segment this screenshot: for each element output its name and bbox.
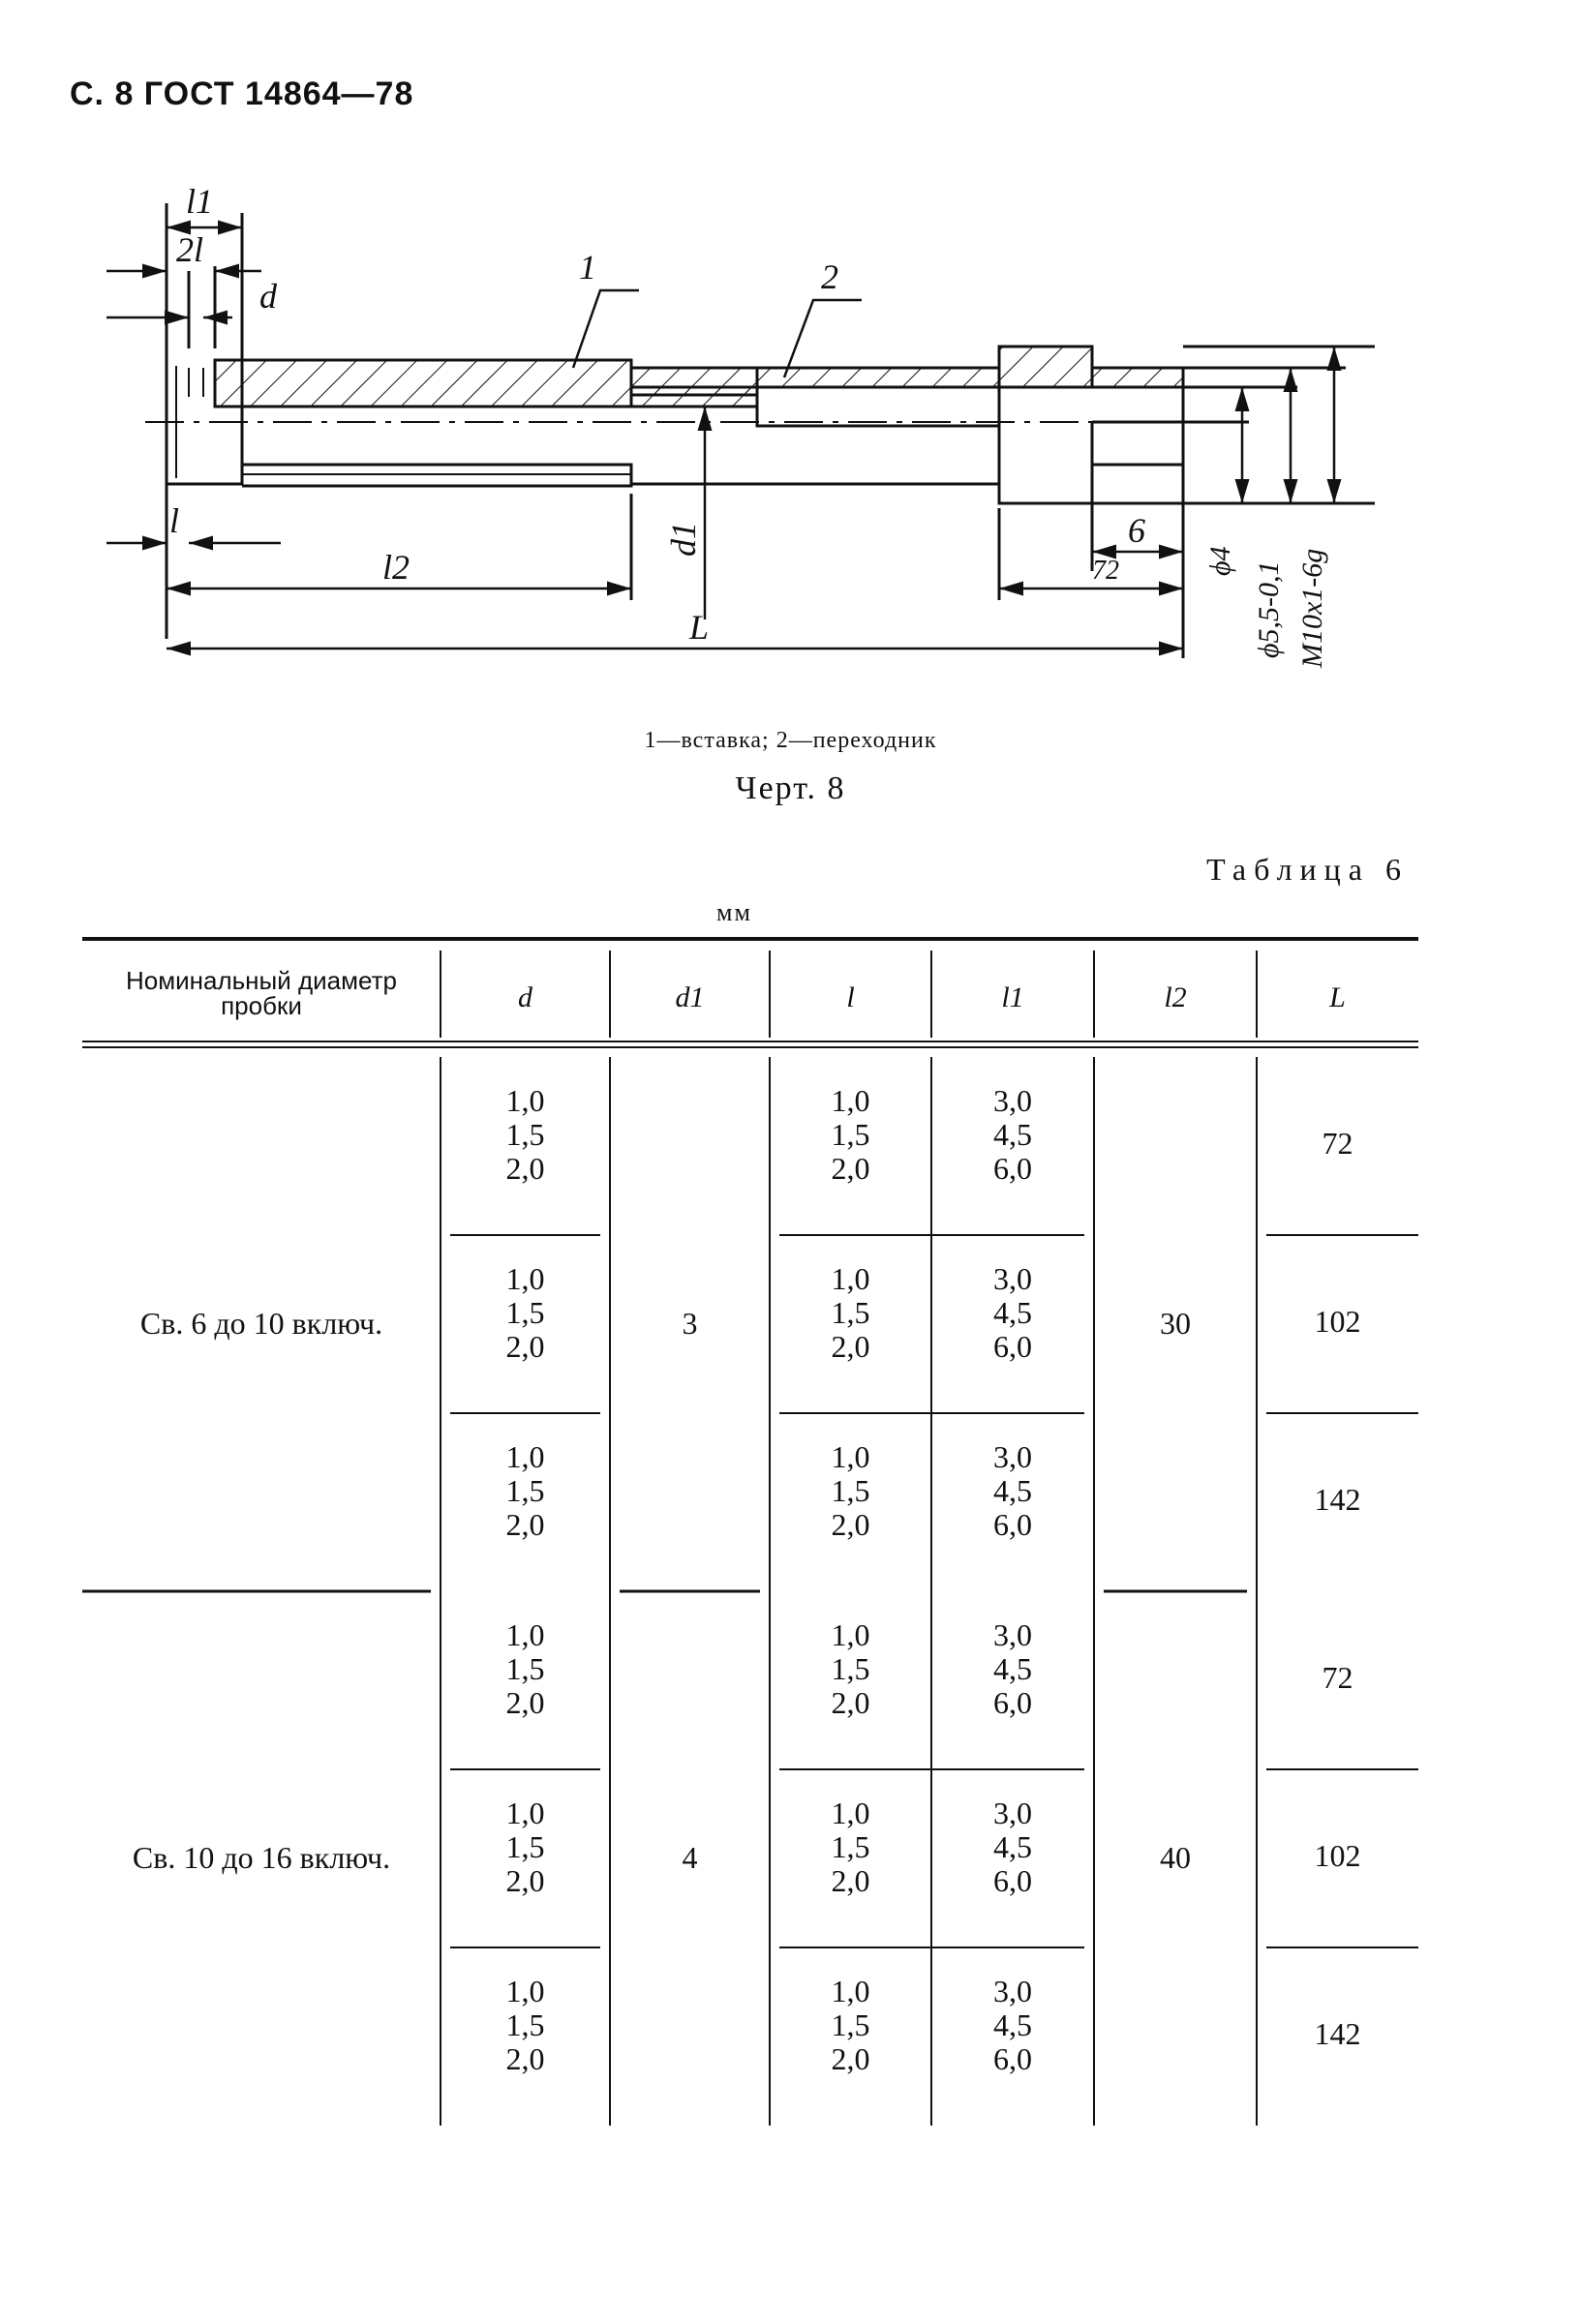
dim-phi55: ϕ5,5-0,1: [1253, 560, 1285, 658]
cell-l1: 6,0: [993, 1507, 1032, 1542]
header-l1: l1: [1001, 981, 1023, 1013]
cell-d: 2,0: [506, 1863, 545, 1898]
group-nominal: Св. 10 до 16 включ.: [133, 1840, 390, 1875]
cell-d: 1,0: [506, 1796, 545, 1830]
dim-thread: M10x1-6g: [1296, 549, 1328, 669]
cell-d: 2,0: [506, 2041, 545, 2076]
cell-L: 142: [1315, 2016, 1361, 2051]
dim-2l: 2l: [176, 230, 203, 269]
cell-d: 1,0: [506, 1974, 545, 2008]
table-title: Таблица 6: [1206, 852, 1409, 887]
leader-label-2: 2: [821, 257, 838, 296]
cell-l: 1,5: [832, 1473, 870, 1508]
cell-d: 1,0: [506, 1261, 545, 1296]
cell-l1: 3,0: [993, 1083, 1032, 1118]
cell-d: 2,0: [506, 1329, 545, 1364]
cell-l1: 4,5: [993, 1473, 1032, 1508]
cell-d: 2,0: [506, 1685, 545, 1720]
cell-d: 1,5: [506, 1295, 545, 1330]
dim-d1: d1: [664, 522, 703, 557]
cell-d: 2,0: [506, 1151, 545, 1186]
cell-l: 1,0: [832, 1439, 870, 1474]
dim-l2: l2: [382, 548, 410, 587]
insert-section-upper: [213, 358, 633, 408]
technical-drawing: 1 2 l1 2l d l l2 L 6 72 d1 ϕ4 ϕ5,5-0,1 M…: [106, 182, 1375, 669]
dim-72: 72: [1092, 556, 1119, 586]
cell-l: 1,0: [832, 1796, 870, 1830]
dim-L: L: [688, 608, 709, 647]
header-d1: d1: [676, 981, 705, 1013]
cell-d: 1,0: [506, 1617, 545, 1652]
cell-l: 1,5: [832, 1295, 870, 1330]
cell-d: 1,5: [506, 1473, 545, 1508]
cell-l: 2,0: [832, 1863, 870, 1898]
cell-l1: 3,0: [993, 1617, 1032, 1652]
group-l2: 40: [1160, 1840, 1191, 1875]
cell-l1: 4,5: [993, 1829, 1032, 1864]
cell-l1: 6,0: [993, 1329, 1032, 1364]
cell-d: 1,5: [506, 1829, 545, 1864]
cell-d: 1,0: [506, 1083, 545, 1118]
dim-d: d: [259, 277, 278, 316]
page-header: С. 8 ГОСТ 14864—78: [70, 75, 414, 112]
cell-l1: 3,0: [993, 1974, 1032, 2008]
cell-l1: 4,5: [993, 1117, 1032, 1152]
dim-l1: l1: [186, 182, 213, 221]
dim-phi4: ϕ4: [1204, 546, 1236, 576]
header-l2: l2: [1164, 981, 1186, 1013]
cell-l: 2,0: [832, 1151, 870, 1186]
cell-l1: 3,0: [993, 1439, 1032, 1474]
cell-L: 72: [1323, 1126, 1353, 1161]
cell-l: 2,0: [832, 1329, 870, 1364]
cell-l1: 3,0: [993, 1796, 1032, 1830]
leader-label-1: 1: [579, 248, 596, 287]
figure-caption: Черт. 8: [735, 770, 846, 806]
drawing-legend: 1—вставка; 2—переходник: [644, 728, 937, 753]
cell-l: 1,5: [832, 1651, 870, 1686]
cell-l: 1,0: [832, 1974, 870, 2008]
cell-d: 1,5: [506, 1651, 545, 1686]
cell-l: 1,0: [832, 1261, 870, 1296]
cell-L: 72: [1323, 1660, 1353, 1695]
cell-l1: 4,5: [993, 1651, 1032, 1686]
group-nominal: Св. 6 до 10 включ.: [140, 1306, 382, 1341]
dim-l: l: [169, 501, 179, 540]
cell-l: 1,5: [832, 1117, 870, 1152]
header-l: l: [846, 981, 854, 1013]
group-d1: 4: [683, 1840, 698, 1875]
table-units: мм: [716, 898, 752, 926]
header-d: d: [518, 981, 533, 1013]
adapter-collar: [997, 345, 1094, 389]
cell-l1: 6,0: [993, 2041, 1032, 2076]
cell-l: 2,0: [832, 1685, 870, 1720]
dim-6: 6: [1128, 511, 1145, 550]
cell-l1: 6,0: [993, 1685, 1032, 1720]
cell-l: 1,0: [832, 1083, 870, 1118]
cell-d: 1,5: [506, 1117, 545, 1152]
header-nominal-line2: пробки: [221, 991, 302, 1020]
cell-l1: 3,0: [993, 1261, 1032, 1296]
cell-d: 1,5: [506, 2007, 545, 2042]
cell-L: 142: [1315, 1482, 1361, 1517]
header-nominal-line1: Номинальный диаметр: [126, 966, 397, 995]
cell-d: 2,0: [506, 1507, 545, 1542]
group-l2: 30: [1160, 1306, 1191, 1341]
cell-l: 1,5: [832, 2007, 870, 2042]
cell-L: 102: [1315, 1304, 1361, 1339]
cell-l: 2,0: [832, 1507, 870, 1542]
cell-l1: 6,0: [993, 1863, 1032, 1898]
cell-L: 102: [1315, 1838, 1361, 1873]
cell-l: 2,0: [832, 2041, 870, 2076]
cell-l1: 6,0: [993, 1151, 1032, 1186]
group-d1: 3: [683, 1306, 698, 1341]
cell-l1: 4,5: [993, 2007, 1032, 2042]
cell-l: 1,0: [832, 1617, 870, 1652]
cell-l: 1,5: [832, 1829, 870, 1864]
header-L: L: [1328, 981, 1346, 1013]
cell-d: 1,0: [506, 1439, 545, 1474]
cell-l1: 4,5: [993, 1295, 1032, 1330]
